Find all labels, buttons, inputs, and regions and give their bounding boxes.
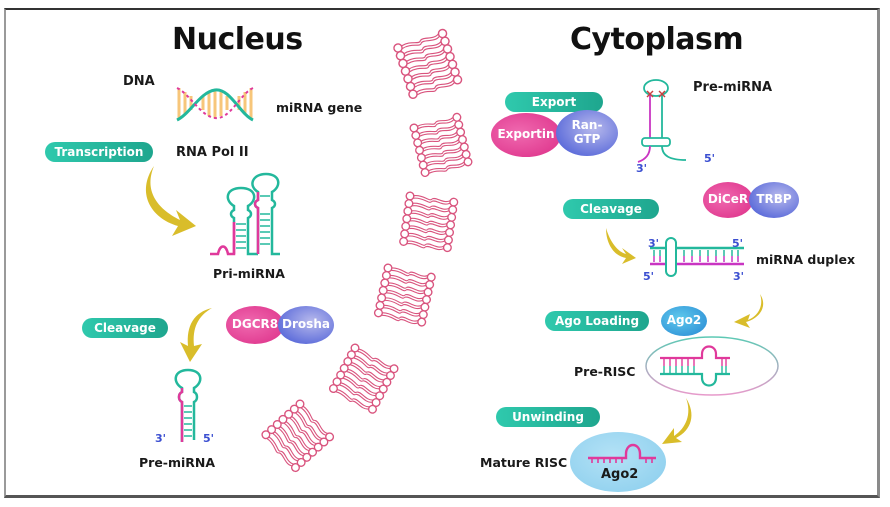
nucleus-title: Nucleus: [172, 22, 303, 57]
trbp-protein: TRBP: [749, 182, 799, 218]
dicer-protein: DiCeR: [703, 182, 753, 218]
nucleus-pre-mirna-label: Pre-miRNA: [139, 455, 216, 470]
ago-loading-pill: Ago Loading: [545, 311, 649, 331]
membrane-segment: [327, 342, 400, 416]
mature-ago2-label: Ago2: [601, 467, 639, 482]
dgcr8-protein: DGCR8: [226, 306, 284, 344]
duplex-right-bottom-prime: 3': [733, 270, 745, 283]
membrane-segment: [408, 111, 474, 178]
unwinding-pill: Unwinding: [496, 407, 600, 427]
mature-mirna-strand-icon: [588, 443, 656, 463]
nucleus-cleavage-pill: Cleavage: [82, 318, 168, 338]
duplex-left-bottom-prime: 5': [643, 270, 655, 283]
arrow-unwinding-icon: [662, 398, 692, 444]
pri-mirna-structure-icon: [210, 172, 280, 256]
membrane-segment: [398, 190, 459, 253]
mirna-duplex-label: miRNA duplex: [756, 252, 856, 267]
pre-risc-complex-icon: [645, 336, 779, 396]
diagram-frame: [4, 8, 880, 498]
pri-mirna-label: Pri-miRNA: [213, 266, 285, 281]
nucleus-pre-mirna-structure-icon: [174, 368, 202, 442]
exportin-protein: Exportin: [491, 113, 561, 157]
cytoplasm-pre-mirna-label: Pre-miRNA: [693, 80, 773, 95]
arrow-transcription-icon: [145, 166, 196, 236]
membrane-segment: [392, 27, 464, 101]
arrow-ago-loading-icon: [734, 294, 764, 328]
cytoplasm-pre-mirna-structure-icon: [637, 79, 687, 163]
arrow-nucleus-cleavage-icon: [180, 308, 212, 362]
rna-pol-ii-label: RNA Pol II: [176, 145, 249, 160]
pre-risc-label: Pre-RISC: [574, 364, 636, 379]
mature-risc-label: Mature RISC: [480, 455, 568, 470]
ago2-protein: Ago2: [661, 306, 707, 336]
mature-risc-complex: [570, 432, 666, 492]
transcription-pill: Transcription: [45, 142, 153, 162]
cytoplasm-cleavage-pill: Cleavage: [563, 199, 659, 219]
cytoplasm-three-prime: 3': [636, 162, 648, 175]
duplex-right-top-prime: 5': [732, 237, 744, 250]
ran-gtp-protein: Ran- GTP: [556, 110, 618, 156]
nucleus-three-prime: 3': [155, 432, 167, 445]
drosha-protein: Drosha: [278, 306, 334, 344]
membrane-segment: [259, 397, 336, 474]
nucleus-five-prime: 5': [203, 432, 215, 445]
dna-helix-icon: [176, 87, 254, 122]
mirna-gene-label: miRNA gene: [276, 100, 363, 115]
arrow-cytoplasm-cleavage-icon: [606, 228, 636, 264]
export-pill: Export: [505, 92, 603, 112]
cytoplasm-title: Cytoplasm: [570, 22, 744, 57]
mirna-duplex-icon: [650, 237, 744, 277]
dna-label: DNA: [123, 74, 155, 89]
duplex-left-top-prime: 3': [648, 237, 660, 250]
membrane-segment: [373, 262, 437, 328]
cytoplasm-five-prime: 5': [704, 152, 716, 165]
